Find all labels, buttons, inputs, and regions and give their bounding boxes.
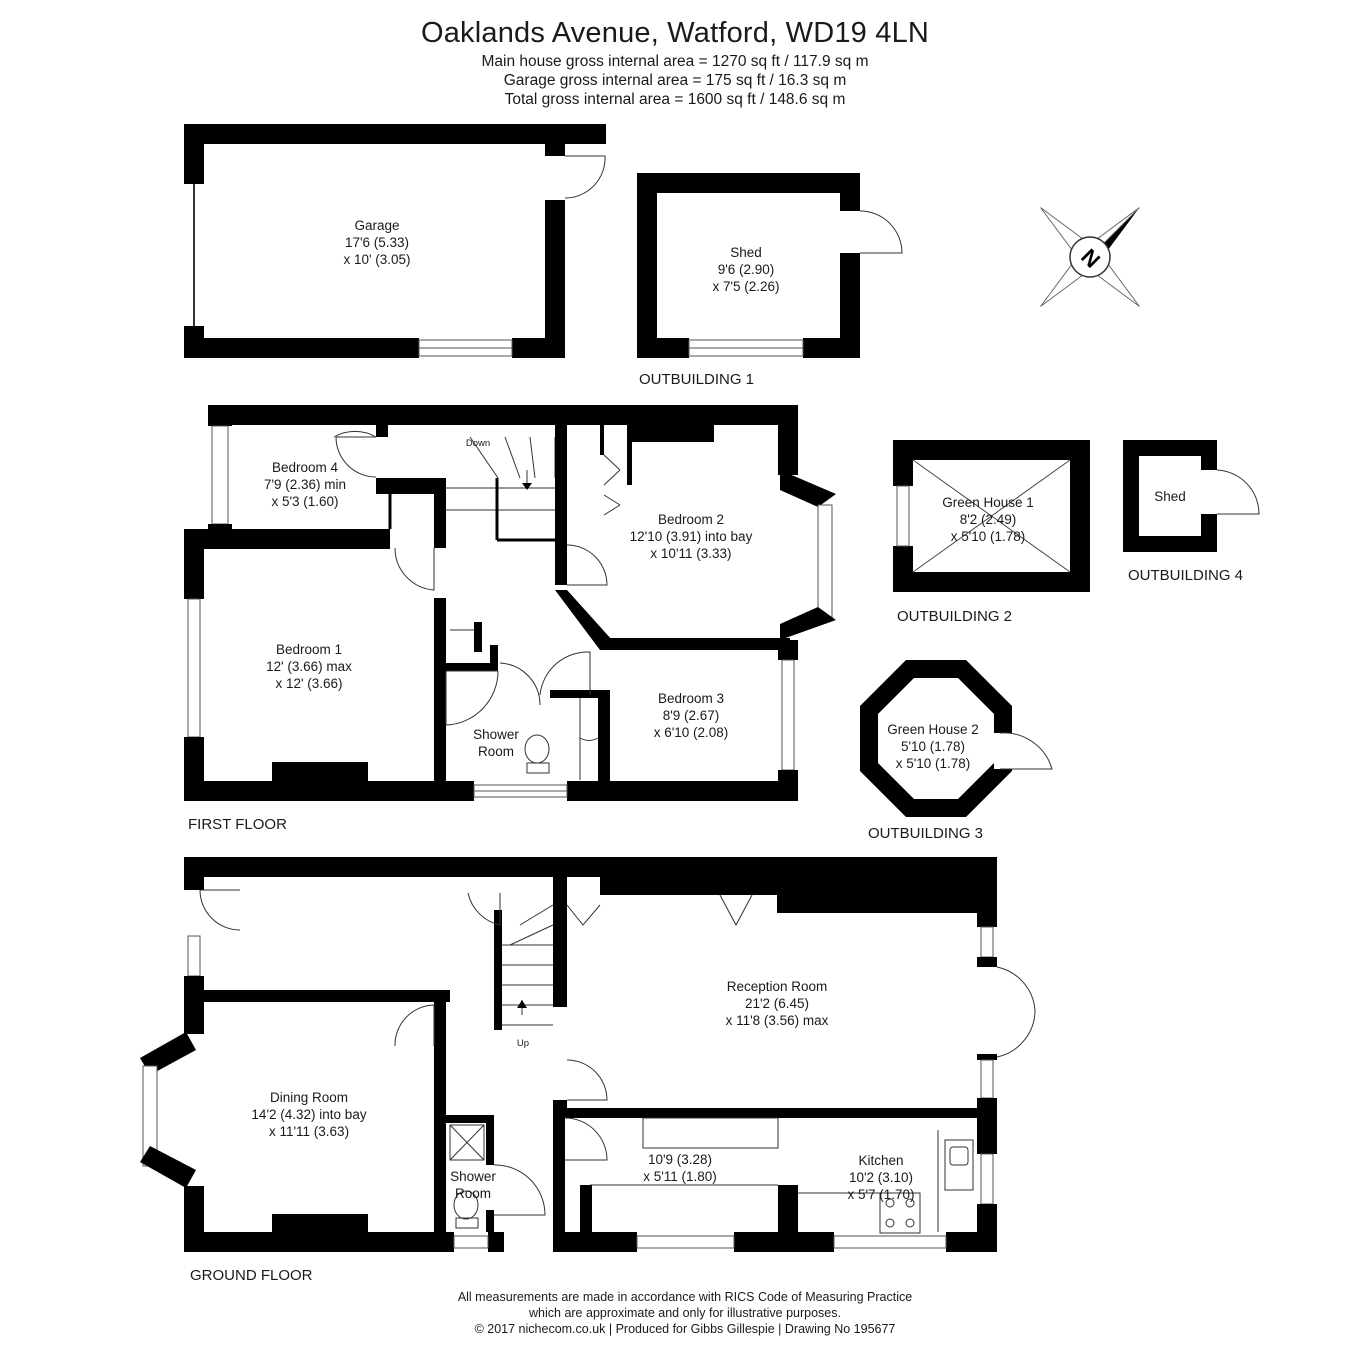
garage-plan	[184, 124, 606, 358]
room-labels: Garage 17'6 (5.33) x 10' (3.05) Shed 9'6…	[251, 218, 1185, 1202]
greenhouse1-length: 8'2 (2.49)	[960, 512, 1017, 527]
kitchen-name: Kitchen	[858, 1153, 903, 1168]
garage-area: Garage gross internal area = 175 sq ft /…	[503, 72, 847, 89]
greenhouse1-name: Green House 1	[942, 495, 1034, 510]
reception-width: x 11'8 (3.56) max	[726, 1013, 829, 1028]
kitchen-left-width: x 5'11 (1.80)	[643, 1169, 717, 1184]
shed-outbuilding1-plan	[637, 173, 903, 358]
kitchen-width: x 5'7 (1.70)	[847, 1187, 914, 1202]
main-house-area: Main house gross internal area = 1270 sq…	[481, 53, 869, 70]
copyright-line: © 2017 nichecom.co.uk | Produced for Gib…	[474, 1322, 896, 1336]
greenhouse2-name: Green House 2	[887, 722, 979, 737]
shed4-name: Shed	[1154, 489, 1186, 504]
shed1-width: x 7'5 (2.26)	[712, 279, 779, 294]
ground-floor-plan	[140, 857, 1036, 1252]
reception-length: 21'2 (6.45)	[745, 996, 809, 1011]
bedroom2-length: 12'10 (3.91) into bay	[630, 529, 753, 544]
outbuilding3-label: OUTBUILDING 3	[868, 825, 983, 842]
north-compass-icon	[1040, 207, 1140, 307]
kitchen-left-length: 10'9 (3.28)	[648, 1152, 712, 1167]
shed1-length: 9'6 (2.90)	[718, 262, 775, 277]
disclaimer-line-2: which are approximate and only for illus…	[529, 1306, 841, 1320]
bedroom4-width: x 5'3 (1.60)	[271, 494, 338, 509]
dining-length: 14'2 (4.32) into bay	[251, 1107, 366, 1122]
bedroom1-name: Bedroom 1	[276, 642, 342, 657]
outbuilding4-label: OUTBUILDING 4	[1128, 567, 1243, 584]
bedroom3-length: 8'9 (2.67)	[663, 708, 720, 723]
garage-name: Garage	[354, 218, 399, 233]
greenhouse1-plan	[893, 440, 1090, 592]
dining-name: Dining Room	[270, 1090, 348, 1105]
property-address: Oaklands Avenue, Watford, WD19 4LN	[420, 17, 930, 49]
shower-ground-name-2: Room	[455, 1186, 491, 1201]
shed1-name: Shed	[730, 245, 762, 260]
bedroom4-length: 7'9 (2.36) min	[264, 477, 346, 492]
dining-width: x 11'11 (3.63)	[269, 1124, 349, 1139]
plan-disclaimer: All measurements are made in accordance …	[0, 1289, 1350, 1337]
section-labels: OUTBUILDING 1 OUTBUILDING 2 OUTBUILDING …	[188, 371, 1243, 1284]
bedroom4-name: Bedroom 4	[272, 460, 339, 475]
total-area: Total gross internal area = 1600 sq ft /…	[504, 91, 846, 108]
ground-floor-label: GROUND FLOOR	[190, 1267, 313, 1284]
shower-ground-name: Shower	[450, 1169, 496, 1184]
first-floor-label: FIRST FLOOR	[188, 816, 287, 833]
stairs-down-label: Down	[466, 438, 490, 449]
greenhouse2-length: 5'10 (1.78)	[901, 739, 965, 754]
reception-name: Reception Room	[727, 979, 828, 994]
plan-header: Oaklands Avenue, Watford, WD19 4LN Main …	[0, 14, 1350, 109]
bedroom1-length: 12' (3.66) max	[266, 659, 352, 674]
stairs-up-label: Up	[517, 1038, 529, 1049]
first-floor-plan	[184, 405, 836, 801]
garage-width: x 10' (3.05)	[343, 252, 410, 267]
shower-first-name-2: Room	[478, 744, 514, 759]
bedroom2-name: Bedroom 2	[658, 512, 724, 527]
disclaimer-line-1: All measurements are made in accordance …	[457, 1290, 913, 1304]
shower-first-name: Shower	[473, 727, 519, 742]
shed-outbuilding4-plan	[1123, 440, 1260, 552]
outbuilding2-label: OUTBUILDING 2	[897, 608, 1012, 625]
kitchen-length: 10'2 (3.10)	[849, 1170, 913, 1185]
greenhouse2-width: x 5'10 (1.78)	[896, 756, 971, 771]
garage-length: 17'6 (5.33)	[345, 235, 409, 250]
bedroom3-width: x 6'10 (2.08)	[654, 725, 729, 740]
bedroom1-width: x 12' (3.66)	[275, 676, 342, 691]
bedroom3-name: Bedroom 3	[658, 691, 724, 706]
outbuilding1-label: OUTBUILDING 1	[639, 371, 754, 388]
greenhouse2-plan	[860, 660, 1053, 817]
greenhouse1-width: x 5'10 (1.78)	[951, 529, 1026, 544]
bedroom2-width: x 10'11 (3.33)	[650, 546, 731, 561]
